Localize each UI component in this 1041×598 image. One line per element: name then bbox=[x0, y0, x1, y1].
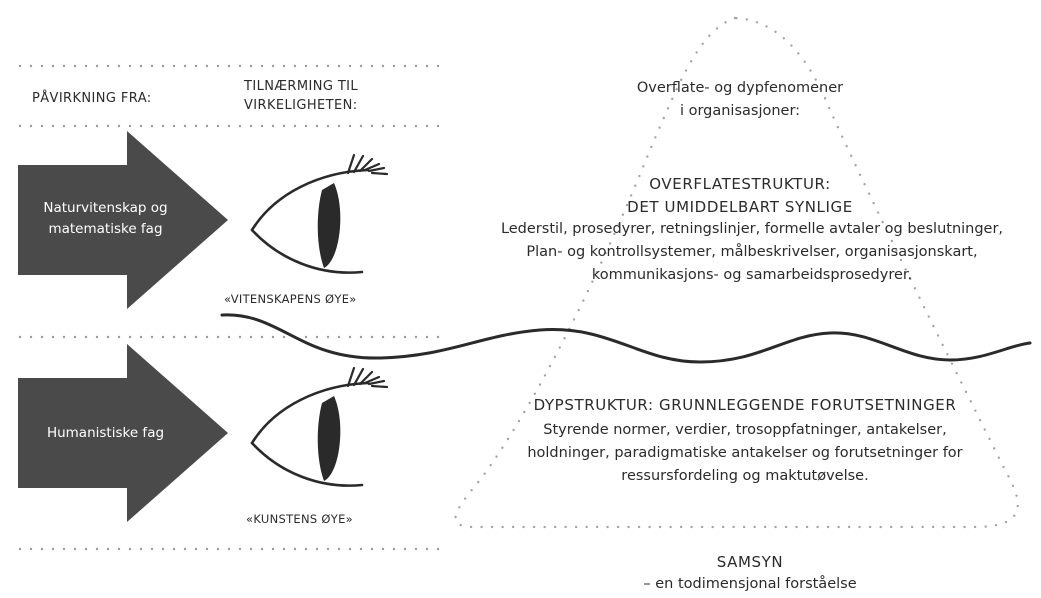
arrow-science-label: Naturvitenskap og matematiske fag bbox=[18, 198, 193, 240]
deep-body: Styrende normer, verdier, trosoppfatning… bbox=[495, 419, 995, 488]
surface-body: Lederstil, prosedyrer, retningslinjer, f… bbox=[472, 218, 1032, 287]
approach-header-line: TILNÆRMING TIL bbox=[244, 77, 358, 96]
surface-body-line: Lederstil, prosedyrer, retningslinjer, f… bbox=[472, 218, 1032, 241]
deep-body-line: Styrende normer, verdier, trosoppfatning… bbox=[495, 419, 995, 442]
eye-icon bbox=[252, 368, 387, 486]
intro-line: i organisasjoner: bbox=[580, 100, 900, 123]
surface-body-line: kommunikasjons- og samarbeidsprosedyrer. bbox=[472, 264, 1032, 287]
arrow-humanities-label: Humanistiske fag bbox=[18, 423, 193, 444]
arrow-label-line: Humanistiske fag bbox=[18, 423, 193, 444]
surface-title-line: OVERFLATESTRUKTUR: bbox=[580, 173, 900, 196]
arrow-label-line: Naturvitenskap og bbox=[18, 198, 193, 219]
waterline-wave bbox=[222, 315, 1030, 362]
intro-line: Overflate- og dypfenomener bbox=[580, 77, 900, 100]
deep-body-line: holdninger, paradigmatiske antakelser og… bbox=[495, 442, 995, 465]
approach-header: TILNÆRMING TIL VIRKELIGHETEN: bbox=[244, 77, 358, 115]
deep-body-line: ressursfordeling og maktutøvelse. bbox=[495, 465, 995, 488]
deep-title: DYPSTRUKTUR: GRUNNLEGGENDE FORUTSETNINGE… bbox=[495, 394, 995, 417]
footer-title: SAMSYN bbox=[600, 551, 900, 574]
footer-subtitle: – en todimensjonal forståelse bbox=[600, 573, 900, 596]
surface-title: OVERFLATESTRUKTUR: DET UMIDDELBART SYNLI… bbox=[580, 173, 900, 219]
iceberg-intro: Overflate- og dypfenomener i organisasjo… bbox=[580, 77, 900, 123]
surface-title-line: DET UMIDDELBART SYNLIGE bbox=[580, 196, 900, 219]
eye-label-science: «VITENSKAPENS ØYE» bbox=[224, 292, 357, 306]
approach-header-line: VIRKELIGHETEN: bbox=[244, 96, 358, 115]
surface-body-line: Plan- og kontrollsystemer, målbeskrivels… bbox=[472, 241, 1032, 264]
eye-label-art: «KUNSTENS ØYE» bbox=[246, 512, 353, 526]
arrow-label-line: matematiske fag bbox=[18, 219, 193, 240]
influence-header: PÅVIRKNING FRA: bbox=[32, 89, 152, 108]
eye-icon bbox=[252, 155, 387, 273]
